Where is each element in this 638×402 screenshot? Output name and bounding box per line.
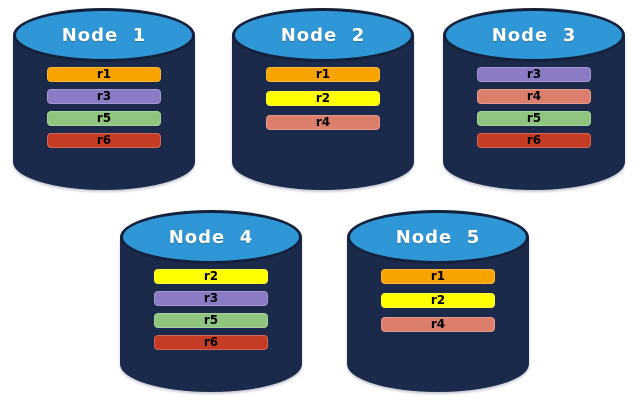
cylinder-top: Node 3 <box>443 8 625 62</box>
cylinder-top: Node 1 <box>13 8 195 62</box>
replica-bar: r4 <box>266 115 380 130</box>
replica-bar: r2 <box>154 269 268 284</box>
replica-bar: r3 <box>154 291 268 306</box>
replica-list: r1 r2 r4 <box>232 67 414 130</box>
node-title: Node 3 <box>491 24 577 46</box>
replica-list: r1 r3 r5 r6 <box>13 67 195 148</box>
replica-bar: r3 <box>477 67 591 82</box>
cylinder-top: Node 2 <box>232 8 414 62</box>
replica-bar: r6 <box>477 133 591 148</box>
replica-list: r1 r2 r4 <box>347 269 529 332</box>
node-2: Node 2 r1 r2 r4 <box>232 8 414 190</box>
replica-bar: r5 <box>154 313 268 328</box>
replica-bar: r5 <box>47 111 161 126</box>
replica-bar: r5 <box>477 111 591 126</box>
replica-bar: r2 <box>266 91 380 106</box>
node-title: Node 4 <box>168 226 254 248</box>
replica-bar: r6 <box>154 335 268 350</box>
node-1: Node 1 r1 r3 r5 r6 <box>13 8 195 190</box>
node-title: Node 1 <box>61 24 147 46</box>
node-title: Node 2 <box>280 24 366 46</box>
node-4: Node 4 r2 r3 r5 r6 <box>120 210 302 392</box>
replica-bar: r4 <box>477 89 591 104</box>
node-title: Node 5 <box>395 226 481 248</box>
replica-bar: r1 <box>381 269 495 284</box>
replica-bar: r1 <box>47 67 161 82</box>
cylinder-top: Node 5 <box>347 210 529 264</box>
replica-bar: r1 <box>266 67 380 82</box>
replica-list: r2 r3 r5 r6 <box>120 269 302 350</box>
replica-list: r3 r4 r5 r6 <box>443 67 625 148</box>
node-5: Node 5 r1 r2 r4 <box>347 210 529 392</box>
replica-bar: r2 <box>381 293 495 308</box>
replica-bar: r6 <box>47 133 161 148</box>
cylinder-top: Node 4 <box>120 210 302 264</box>
node-3: Node 3 r3 r4 r5 r6 <box>443 8 625 190</box>
replica-bar: r4 <box>381 317 495 332</box>
replica-bar: r3 <box>47 89 161 104</box>
